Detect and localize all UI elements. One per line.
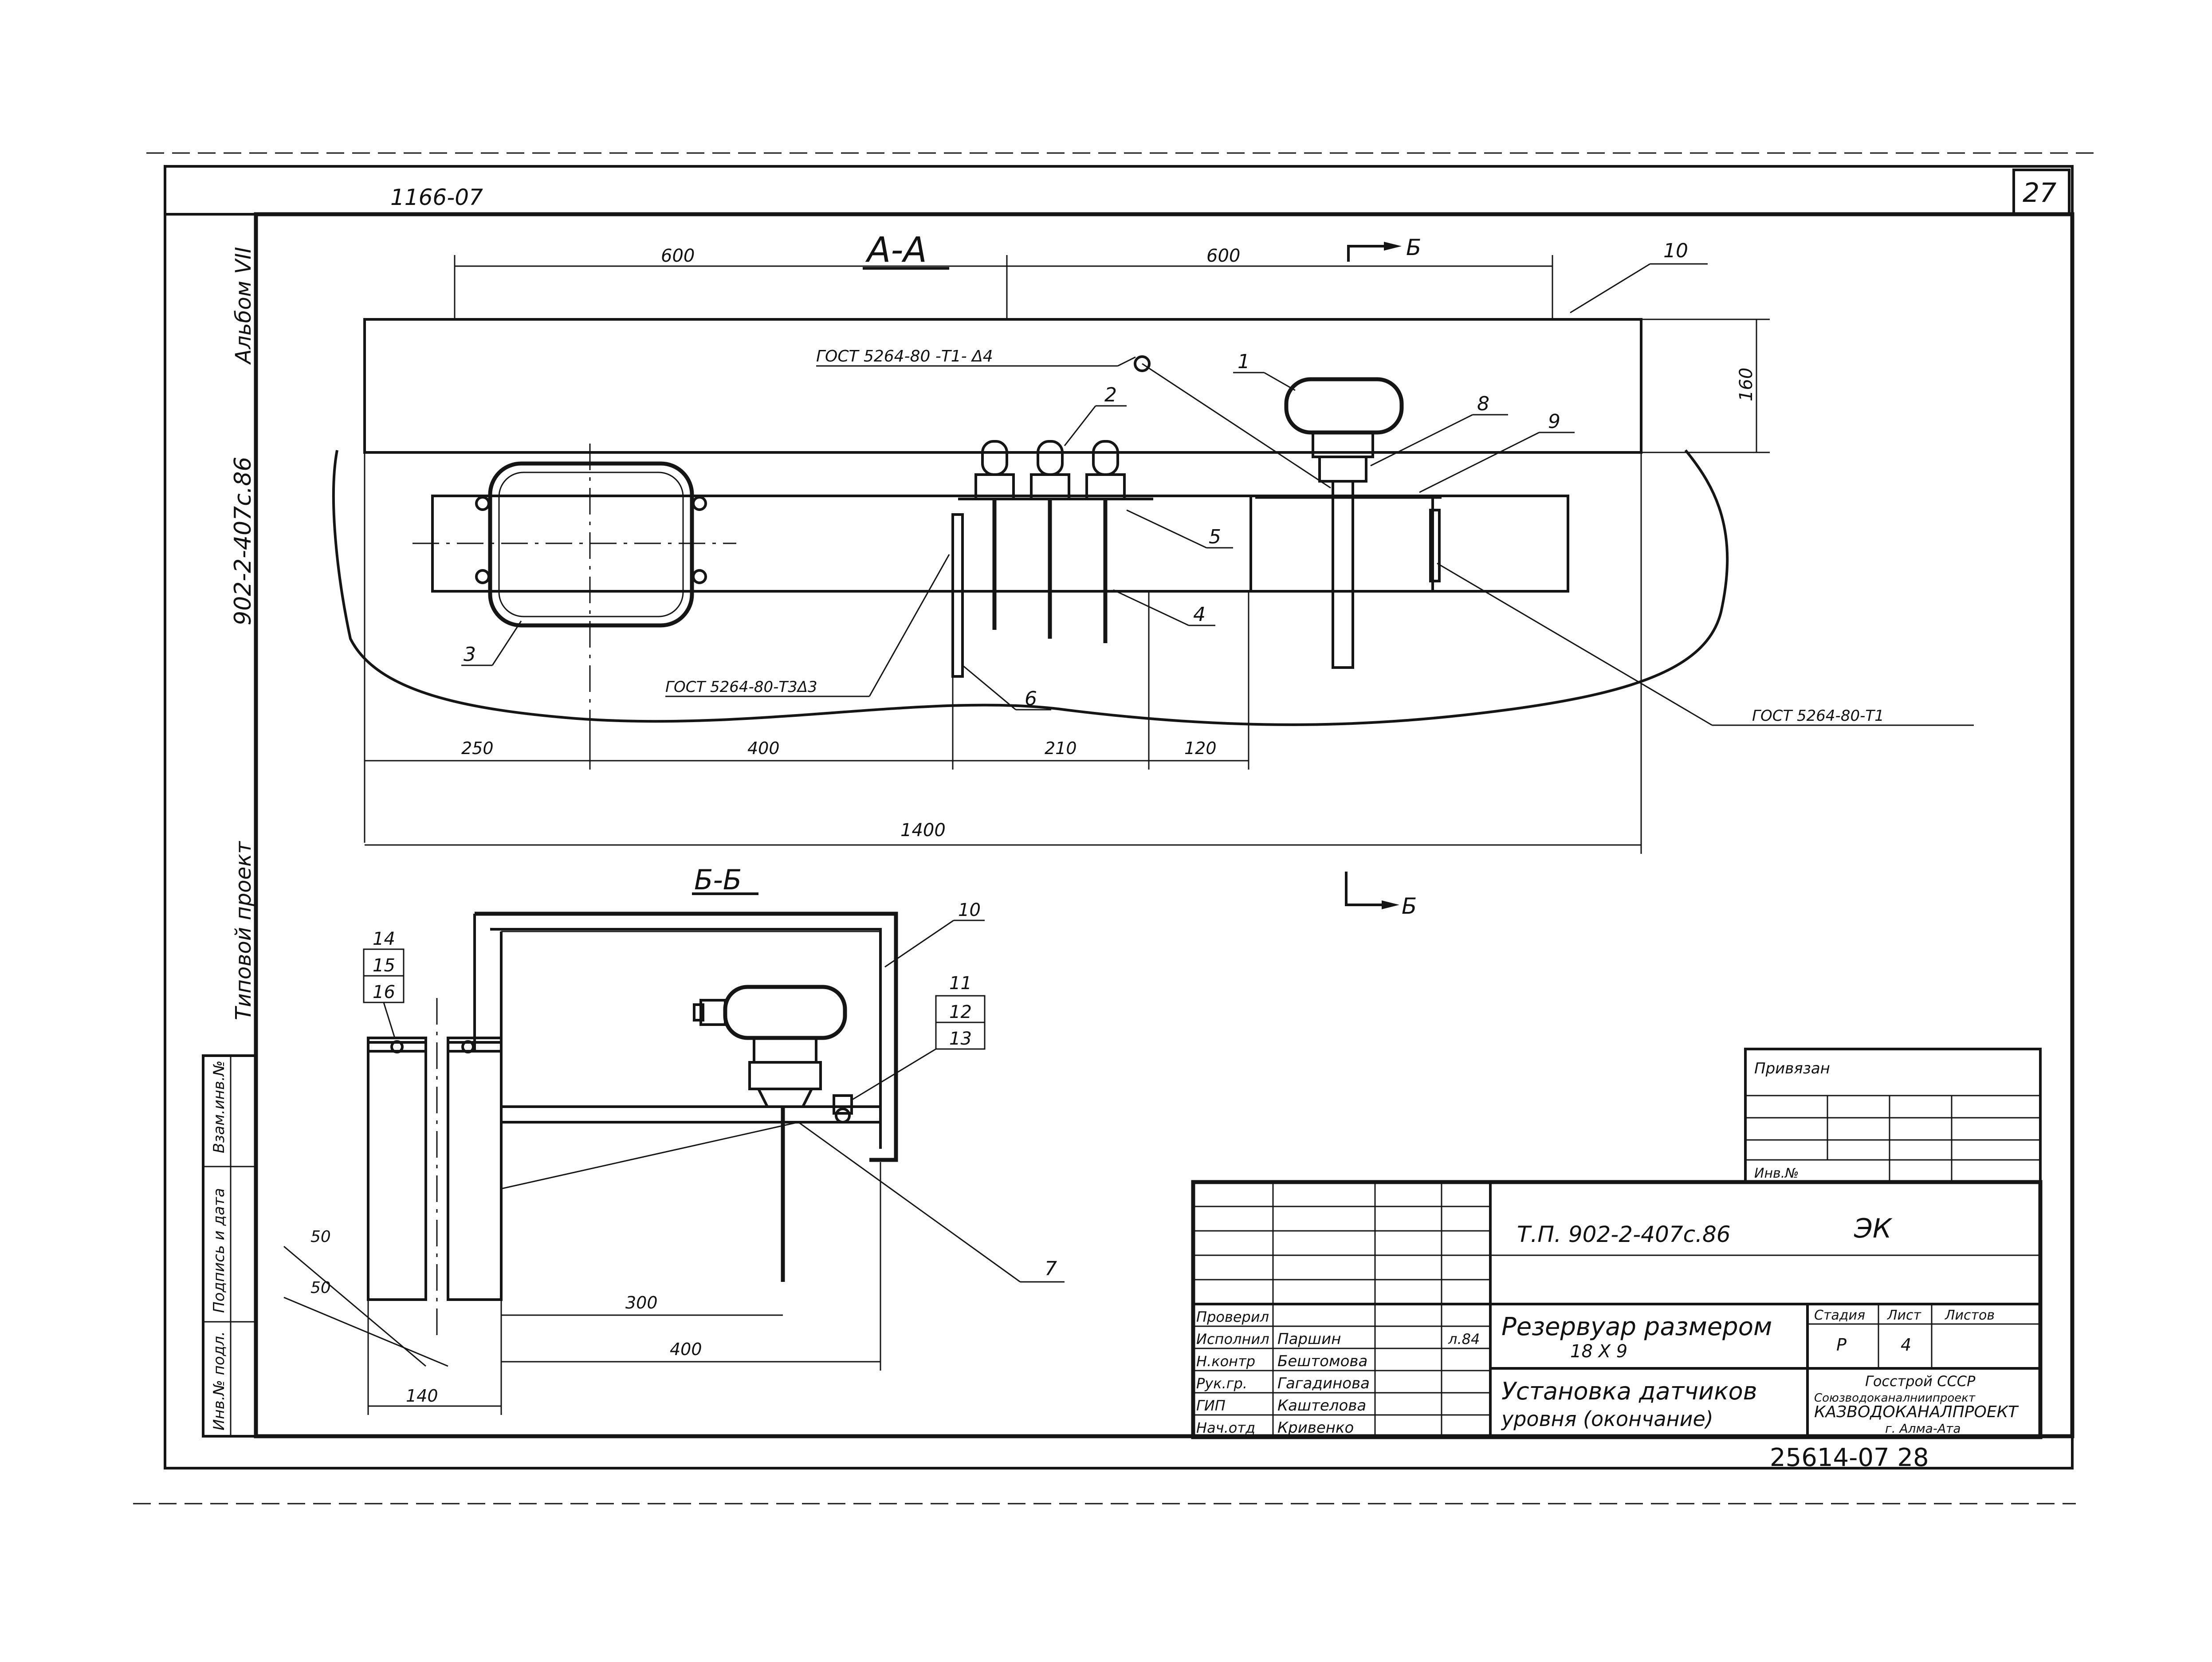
callout-1: 1	[1238, 350, 1250, 373]
sheet-header: Лист	[1887, 1308, 1922, 1323]
callout-2: 2	[1104, 384, 1117, 406]
callout-13: 13	[949, 1029, 972, 1049]
callout-12: 12	[949, 1002, 972, 1022]
section-bb: Б-Б 14 15	[283, 864, 1065, 1415]
dim-50b: 50	[310, 1279, 331, 1297]
dim-400: 400	[670, 1340, 702, 1359]
object-size: 18 Х 9	[1570, 1341, 1627, 1362]
callout-14: 14	[373, 929, 395, 949]
dim-top-left: 600	[661, 246, 695, 266]
side-project: 902-2-407с.86	[230, 457, 256, 625]
dim-b2: 400	[747, 739, 780, 758]
stamp-inventory: Инв.№ подл.	[210, 1331, 228, 1430]
corner-number: 27	[2023, 177, 2056, 208]
attached-inv: Инв.№	[1754, 1166, 1799, 1181]
callout-7: 7	[1045, 1257, 1057, 1280]
bottom-number: 25614-07 28	[1770, 1443, 1929, 1472]
bracket-6	[951, 513, 964, 678]
date-note: л.84	[1448, 1331, 1480, 1348]
role-2: Н.контр	[1196, 1353, 1255, 1370]
side-typical: Типовой проект	[231, 841, 256, 1020]
archive-code: 1166-07	[390, 185, 483, 210]
dim-b3: 210	[1045, 739, 1077, 758]
dim-top-right: 600	[1206, 246, 1240, 266]
role-1: Исполнил	[1196, 1331, 1269, 1348]
side-album: Альбом VII	[231, 247, 256, 365]
weld-left: ГОСТ 5264-80-Т3Δ3	[665, 678, 817, 696]
stage-header: Стадия	[1814, 1308, 1865, 1323]
dim-300: 300	[625, 1293, 658, 1312]
name-5: Кривенко	[1277, 1419, 1354, 1437]
callout-11: 11	[949, 973, 972, 994]
drawing-name-2: уровня (окончание)	[1501, 1407, 1713, 1431]
role-4: ГИП	[1196, 1397, 1226, 1414]
cover-plate	[363, 318, 1642, 454]
level-sensors	[951, 440, 1153, 678]
name-3: Гагадинова	[1277, 1375, 1370, 1392]
drawing-name-1: Установка датчиков	[1501, 1377, 1757, 1405]
attached-block: Привязан Инв.№	[1744, 1048, 2042, 1183]
attached-title: Привязан	[1754, 1060, 1830, 1077]
callout-10-bb: 10	[958, 900, 981, 920]
doc-code: Т.П. 902-2-407с.86	[1517, 1222, 1731, 1247]
dim-b1: 250	[461, 739, 494, 758]
side-stamp-strip: Взам.инв.№ Подпись и дата Инв.№ подл.	[202, 1054, 257, 1438]
stamp-replace: Взам.инв.№	[210, 1061, 228, 1153]
callout-4: 4	[1193, 603, 1206, 626]
sheets-header: Листов	[1945, 1308, 1995, 1323]
dim-50a: 50	[310, 1228, 331, 1246]
name-2: Бештомова	[1277, 1352, 1367, 1370]
outer-frame	[164, 165, 2074, 1469]
title-block: Проверил Исполнил Паршин Н.контр Бештомо…	[1191, 1180, 2043, 1439]
org-3: КАЗВОДОКАНАЛПРОЕКТ	[1814, 1403, 2019, 1421]
inner-frame	[254, 212, 2074, 1438]
break-outline	[332, 449, 1729, 726]
callout-8: 8	[1477, 393, 1489, 415]
dim-140: 140	[406, 1386, 438, 1406]
callout-9: 9	[1548, 410, 1560, 433]
callout-5: 5	[1209, 526, 1221, 548]
callout-10: 10	[1663, 240, 1688, 262]
callout-16: 16	[373, 982, 395, 1002]
role-3: Рук.гр.	[1196, 1375, 1247, 1392]
org-1: Госстрой СССР	[1865, 1373, 1976, 1390]
section-aa: А-А	[332, 230, 1974, 919]
section-aa-title: А-А	[865, 230, 927, 270]
wall-left	[367, 1041, 427, 1301]
dim-b4: 120	[1184, 739, 1217, 758]
sensor-1	[1249, 377, 1442, 669]
bb-sensor-head	[723, 985, 847, 1040]
callout-15: 15	[373, 955, 395, 976]
role-0: Проверил	[1196, 1308, 1269, 1325]
sheet-value: 4	[1901, 1335, 1911, 1355]
corner-number-box	[2012, 169, 2071, 216]
cut-arrow-bottom: Б	[1402, 893, 1417, 919]
junction-box-3	[488, 461, 694, 628]
stamp-signature: Подпись и дата	[210, 1188, 228, 1313]
section-bb-title: Б-Б	[694, 864, 742, 896]
callout-3: 3	[464, 643, 476, 666]
org-2: Союзводоканалниипроект	[1814, 1391, 1976, 1405]
dim-total: 1400	[900, 820, 946, 841]
dim-height: 160	[1736, 368, 1756, 401]
sheet-mark: ЭК	[1854, 1213, 1893, 1244]
stage-value: Р	[1836, 1335, 1847, 1355]
weld-right: ГОСТ 5264-80-Т1	[1752, 707, 1884, 725]
callout-6: 6	[1025, 688, 1037, 710]
org-4: г. Алма-Ата	[1885, 1421, 1961, 1436]
wall-right	[447, 1041, 503, 1301]
role-5: Нач.отд	[1196, 1419, 1255, 1436]
name-1: Паршин	[1277, 1330, 1341, 1348]
cut-arrow-top: Б	[1406, 235, 1421, 260]
weld-top: ГОСТ 5264-80 -Т1- Δ4	[816, 347, 993, 365]
name-4: Каштелова	[1277, 1397, 1366, 1414]
object-name: Резервуар размером	[1501, 1312, 1772, 1341]
